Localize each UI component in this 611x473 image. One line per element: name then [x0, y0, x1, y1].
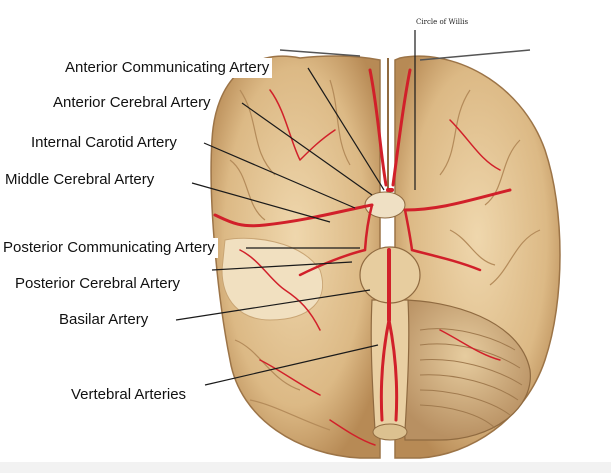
label-anterior-cerebral-artery: Anterior Cerebral Artery: [50, 93, 214, 113]
label-internal-carotid-artery: Internal Carotid Artery: [28, 133, 180, 153]
bottom-strip: [0, 462, 611, 473]
label-vertebral-arteries: Vertebral Arteries: [68, 385, 190, 405]
cerebellum-folia: [419, 328, 523, 429]
gyri: [229, 79, 541, 431]
label-anterior-communicating-artery: Anterior Communicating Artery: [62, 58, 273, 78]
spinal-cord-cut: [372, 423, 408, 441]
pointer-bars: [279, 49, 531, 61]
label-middle-cerebral-artery: Middle Cerebral Artery: [2, 170, 158, 190]
leader-lines: [175, 30, 416, 386]
label-posterior-cerebral-artery: Posterior Cerebral Artery: [12, 274, 184, 294]
cerebellum: [399, 299, 531, 441]
corner-caption: Circle of Willis: [416, 18, 469, 26]
label-basilar-artery: Basilar Artery: [56, 310, 152, 330]
arteries: [213, 68, 512, 446]
label-posterior-communicating-artery: Posterior Communicating Artery: [0, 238, 218, 258]
